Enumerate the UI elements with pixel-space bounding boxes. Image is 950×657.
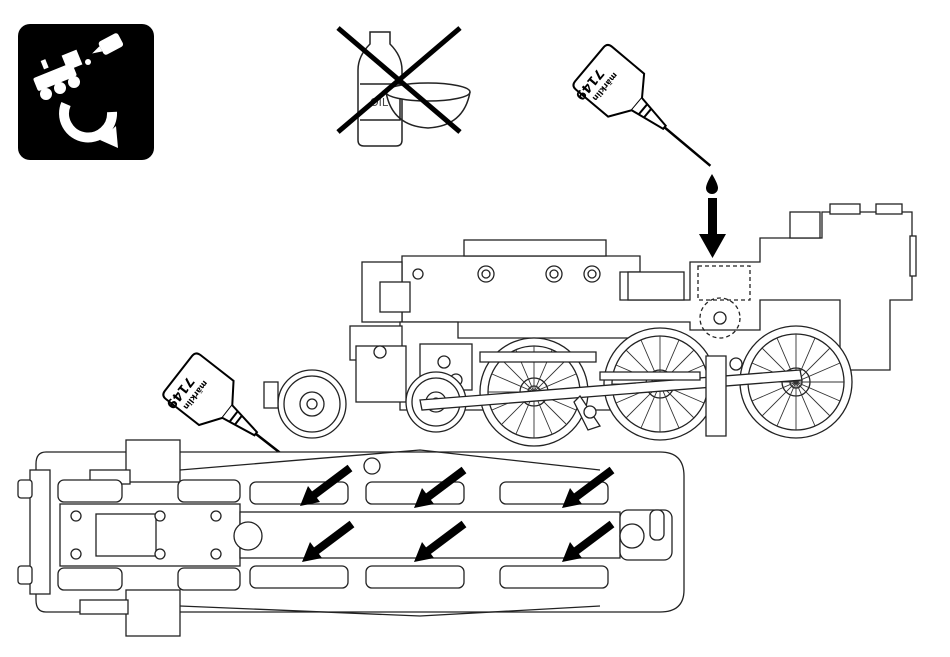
- oil-drop-icon: [706, 174, 718, 194]
- arrow-icon: [699, 198, 726, 258]
- precision-oiler-icon: 7149 märklin: [571, 43, 728, 187]
- locomotive-chassis-side-view: [264, 204, 916, 446]
- locomotive-maintenance-cycle-icon: [18, 24, 154, 160]
- no-household-oil-icon: OIL: [338, 28, 470, 146]
